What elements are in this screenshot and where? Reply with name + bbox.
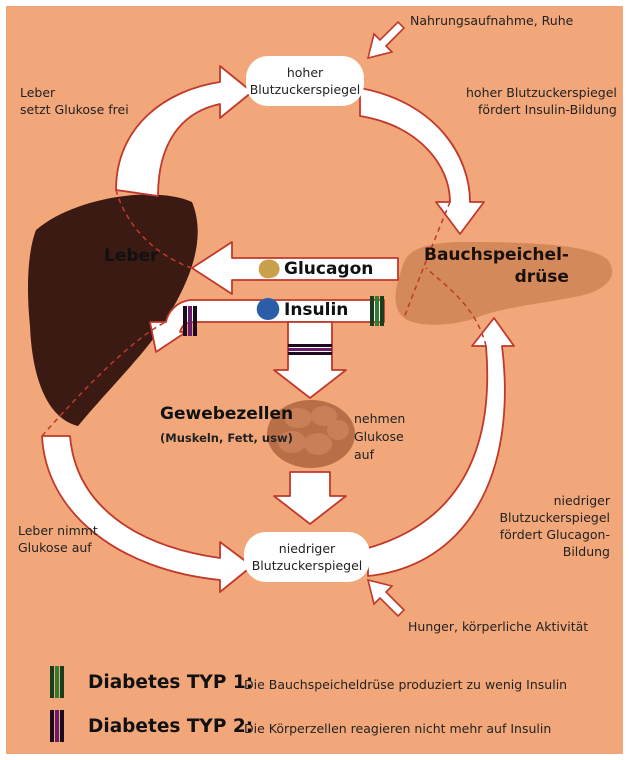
annotation-high-promotes-insulin: hoher Blutzuckerspiegel fördert Insulin-… [466,84,617,118]
type1-marker-insulin [370,296,384,326]
legend-type1-title: Diabetes TYP 1: [88,672,253,693]
label-liver: Leber [104,246,158,266]
label-glucagon: Glucagon [284,259,373,279]
arrow-hunger-input [368,580,404,616]
node-low-label: niedriger Blutzuckerspiegel [252,540,363,574]
type2-marker-insulin-liver [183,306,197,336]
label-tissue-sub: (Muskeln, Fett, usw) [160,430,293,447]
arrow-insulin-to-cells [274,322,346,398]
legend-marker-type1 [50,666,64,698]
annotation-liver-release: Leber setzt Glukose frei [20,84,129,118]
label-pancreas: Bauchspeichel- drüse [424,244,569,288]
label-insulin: Insulin [284,300,348,320]
label-tissue-cells: Gewebezellen [160,404,293,424]
annotation-liver-absorbs: Leber nimmt Glukose auf [18,522,98,556]
legend-type2-desc: Die Körperzellen reagieren nicht mehr au… [244,721,551,736]
node-high-blood-sugar: hoher Blutzuckerspiegel [246,56,364,106]
annotation-cells-take-up: nehmen Glukose auf [354,410,405,464]
node-low-blood-sugar: niedriger Blutzuckerspiegel [244,532,370,582]
diagram-canvas: hoher Blutzuckerspiegel niedriger Blutzu… [6,6,623,754]
glucagon-blob [259,260,280,279]
arrow-liver-to-high [116,66,252,196]
arrow-liver-to-low [42,436,252,592]
type2-marker-cells [288,344,332,355]
legend-type1-desc: Die Bauchspeicheldrüse produziert zu wen… [244,677,567,692]
diagram-shapes [6,6,623,754]
legend-type2-title: Diabetes TYP 2: [88,716,253,737]
legend-marker-type2 [50,710,64,742]
node-high-label: hoher Blutzuckerspiegel [250,64,361,98]
arrow-cells-to-low [274,472,346,524]
arrow-food-input [368,22,404,58]
annotation-food-rest: Nahrungsaufnahme, Ruhe [410,12,573,29]
insulin-blob [257,298,280,320]
annotation-hunger-activity: Hunger, körperliche Aktivität [408,618,588,635]
annotation-low-promotes-glucagon: niedriger Blutzuckerspiegel fördert Gluc… [460,492,610,560]
